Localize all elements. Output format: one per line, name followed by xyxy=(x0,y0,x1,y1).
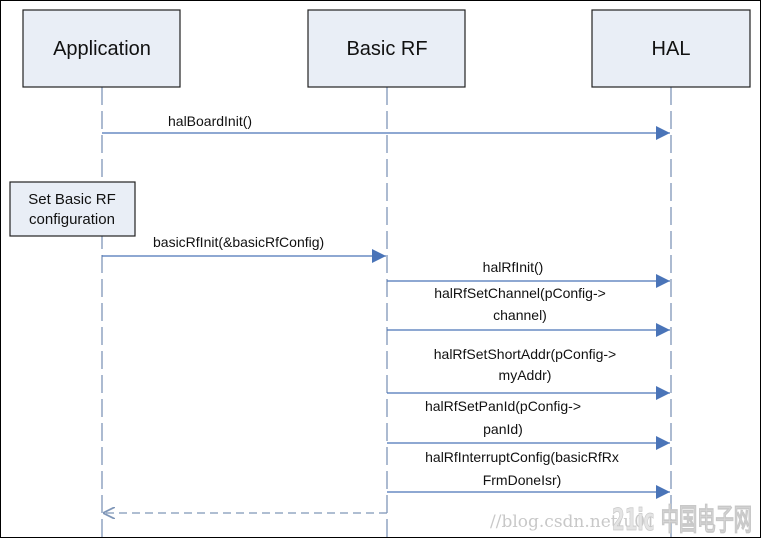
message-set-short-addr: halRfSetShortAddr(pConfig-> myAddr) xyxy=(387,346,670,400)
note-set-basic-rf-config: Set Basic RF configuration xyxy=(9,181,136,237)
message-label: channel) xyxy=(493,307,547,323)
participant-basic-rf: Basic RF xyxy=(307,9,466,88)
watermark-logo: 21ic 中国电子网 xyxy=(612,503,752,538)
message-label: halRfInit() xyxy=(483,259,544,275)
message-interrupt-config: halRfInterruptConfig(basicRfRx FrmDoneIs… xyxy=(387,449,670,499)
message-label: halRfInterruptConfig(basicRfRx xyxy=(425,449,619,465)
note-line: Set Basic RF xyxy=(28,191,116,208)
message-set-channel: halRfSetChannel(pConfig-> channel) xyxy=(387,285,670,337)
message-label: FrmDoneIsr) xyxy=(483,472,562,488)
message-label: basicRfInit(&basicRfConfig) xyxy=(153,234,324,250)
watermark-url: //blog.csdn.net/u01 xyxy=(490,512,656,532)
message-label: halRfSetChannel(pConfig-> xyxy=(434,285,606,301)
message-label: panId) xyxy=(483,421,523,437)
participant-label: HAL xyxy=(652,38,691,60)
message-label: myAddr) xyxy=(499,367,552,383)
participant-hal: HAL xyxy=(591,9,751,88)
message-label: halBoardInit() xyxy=(168,113,252,129)
note-line: configuration xyxy=(29,211,115,228)
participant-label: Basic RF xyxy=(346,38,427,60)
message-hal-rf-init: halRfInit() xyxy=(387,259,670,288)
message-set-pan-id: halRfSetPanId(pConfig-> panId) xyxy=(387,398,670,450)
message-label: halRfSetPanId(pConfig-> xyxy=(425,398,581,414)
participant-label: Application xyxy=(53,38,151,60)
message-label: halRfSetShortAddr(pConfig-> xyxy=(434,346,617,362)
participant-application: Application xyxy=(22,9,181,88)
message-basic-rf-init: basicRfInit(&basicRfConfig) xyxy=(102,234,386,263)
message-hal-board-init: halBoardInit() xyxy=(102,113,670,140)
